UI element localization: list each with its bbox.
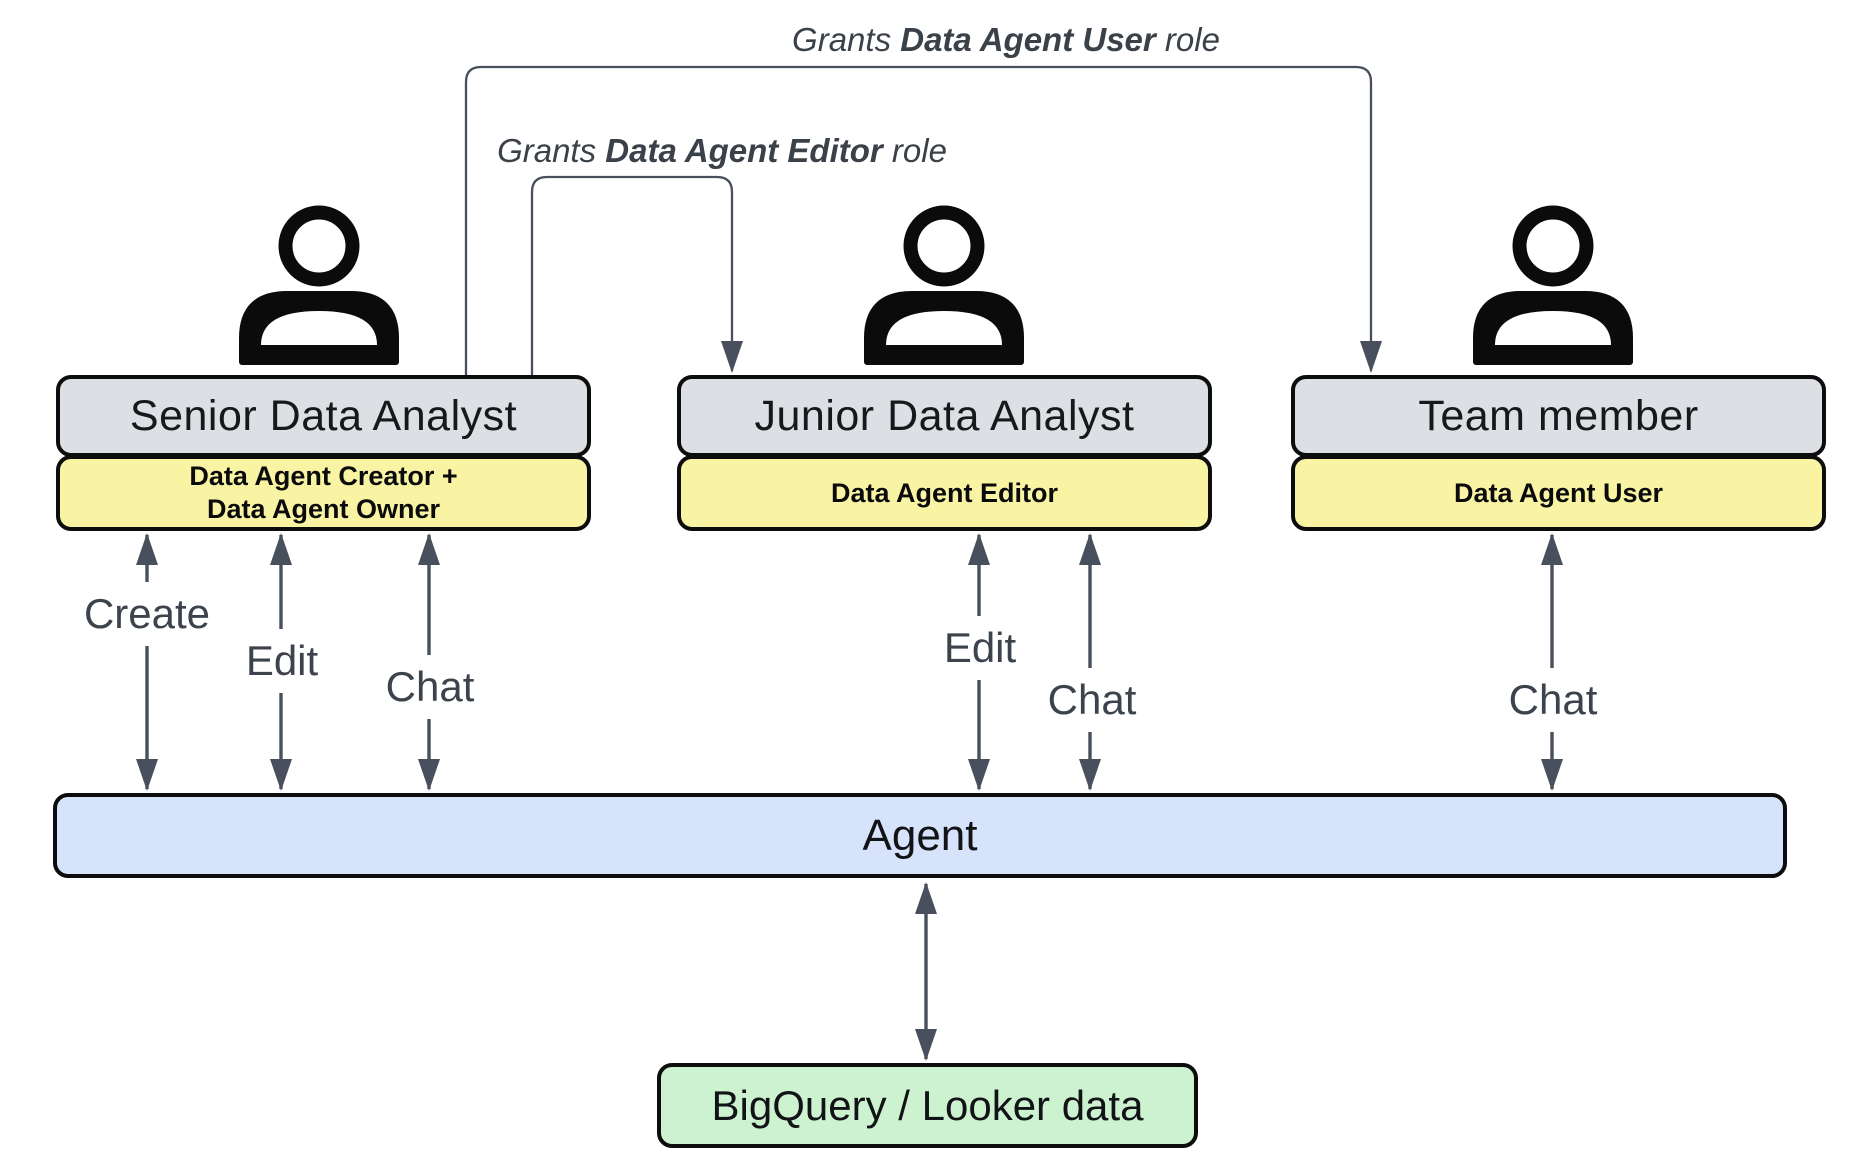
senior-chat-label: Chat xyxy=(375,655,485,719)
team-role-line-1: Data Agent User xyxy=(1453,477,1664,508)
senior-analyst-role-box: Data Agent Creator + Data Agent Owner xyxy=(56,455,591,531)
grant-editor-prefix: Grants xyxy=(497,132,606,169)
grant-editor-suffix: role xyxy=(882,132,947,169)
person-icon xyxy=(239,205,399,365)
grant-user-suffix: role xyxy=(1155,21,1220,58)
senior-analyst-title: Senior Data Analyst xyxy=(129,391,518,440)
team-chat-label: Chat xyxy=(1498,668,1608,732)
person-icon xyxy=(1473,205,1633,365)
grant-user-role: Data Agent User xyxy=(900,21,1156,58)
junior-analyst-title: Junior Data Analyst xyxy=(754,391,1135,440)
grant-editor-role: Data Agent Editor xyxy=(605,132,883,169)
person-icon xyxy=(864,205,1024,365)
team-member-title: Team member xyxy=(1418,391,1699,440)
agent-box: Agent xyxy=(53,793,1787,878)
senior-edit-label: Edit xyxy=(235,629,329,693)
junior-role-line-1: Data Agent Editor xyxy=(830,477,1058,508)
team-member-role-box: Data Agent User xyxy=(1291,455,1826,531)
grant-user-label: Grants Data Agent User role xyxy=(792,21,1220,59)
grant-user-connector xyxy=(464,65,1382,375)
datasource-label: BigQuery / Looker data xyxy=(711,1081,1144,1129)
senior-analyst-box: Senior Data Analyst xyxy=(56,375,591,457)
senior-role-line-1: Data Agent Creator + xyxy=(189,461,458,491)
junior-analyst-role-box: Data Agent Editor xyxy=(677,455,1212,531)
grant-user-prefix: Grants xyxy=(792,21,901,58)
junior-analyst-box: Junior Data Analyst xyxy=(677,375,1212,457)
grant-editor-connector xyxy=(530,175,743,375)
create-label: Create xyxy=(73,582,221,646)
junior-edit-label: Edit xyxy=(933,616,1027,680)
datasource-box: BigQuery / Looker data xyxy=(657,1063,1198,1148)
senior-role-line-2: Data Agent Owner xyxy=(206,494,441,524)
grant-editor-label: Grants Data Agent Editor role xyxy=(497,132,947,170)
junior-chat-label: Chat xyxy=(1037,668,1147,732)
agent-label: Agent xyxy=(862,810,978,860)
team-member-box: Team member xyxy=(1291,375,1826,457)
